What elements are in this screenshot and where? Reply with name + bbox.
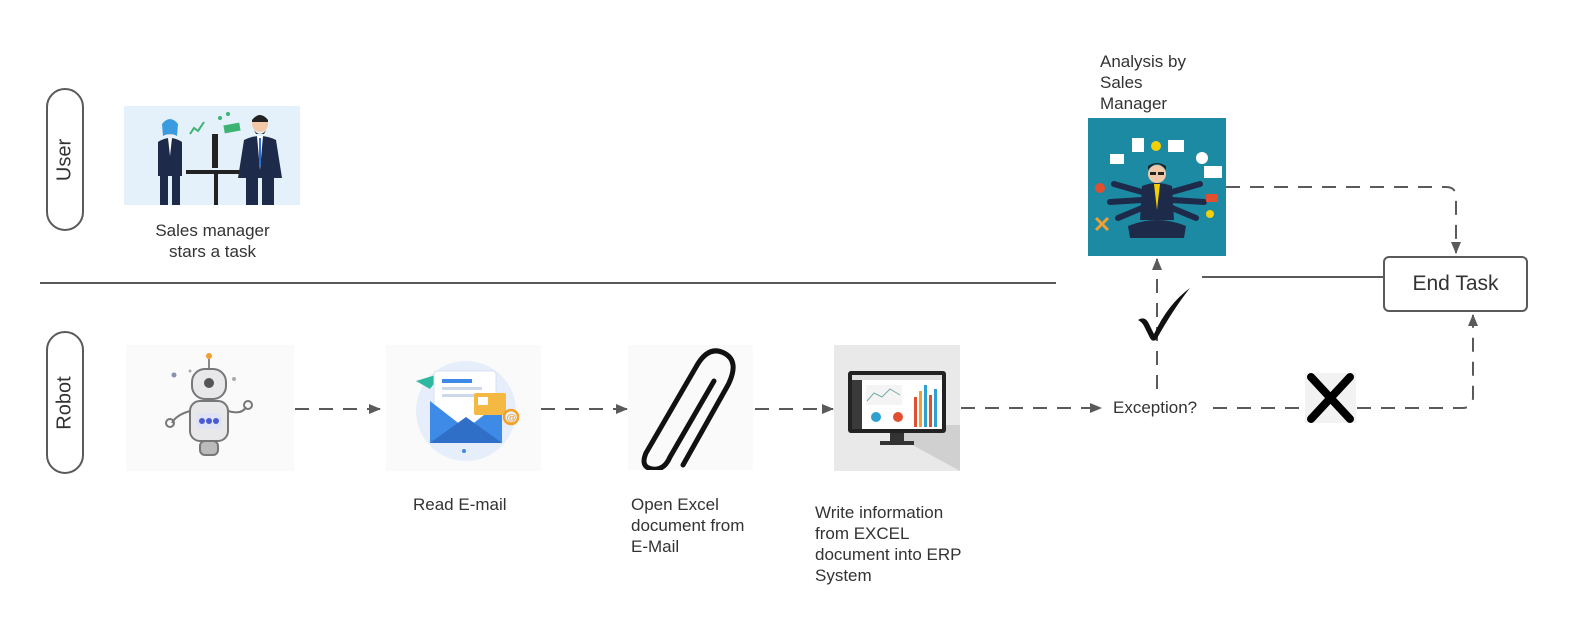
lane-user: User	[46, 88, 84, 231]
x-mark-icon	[1305, 373, 1356, 423]
robot-icon	[126, 345, 294, 471]
start-label: Sales manager stars a task	[155, 221, 270, 261]
multitasking-manager-illustration	[1088, 118, 1226, 256]
analysis-label: Analysis by Sales Manager	[1100, 52, 1186, 113]
arrow-exception-to-end	[1213, 314, 1478, 409]
computer-monitor-icon	[834, 345, 960, 471]
svg-text:@: @	[507, 413, 517, 424]
open-excel-label: Open Excel document from E-Mail	[631, 495, 745, 556]
write-erp-label: Write information from EXCEL document in…	[815, 503, 962, 585]
exception-label: Exception?	[1113, 397, 1198, 418]
email-envelope-icon: @	[386, 345, 541, 471]
paperclip-icon	[628, 345, 753, 472]
business-people-illustration	[124, 106, 300, 205]
end-task-box: End Task	[1383, 256, 1528, 312]
read-email-label: Read E-mail	[413, 495, 507, 514]
checkmark-icon	[1134, 286, 1192, 342]
lane-robot: Robot	[46, 331, 84, 474]
arrow-analysis-to-end	[1226, 186, 1461, 254]
end-task-label: End Task	[1412, 272, 1499, 295]
